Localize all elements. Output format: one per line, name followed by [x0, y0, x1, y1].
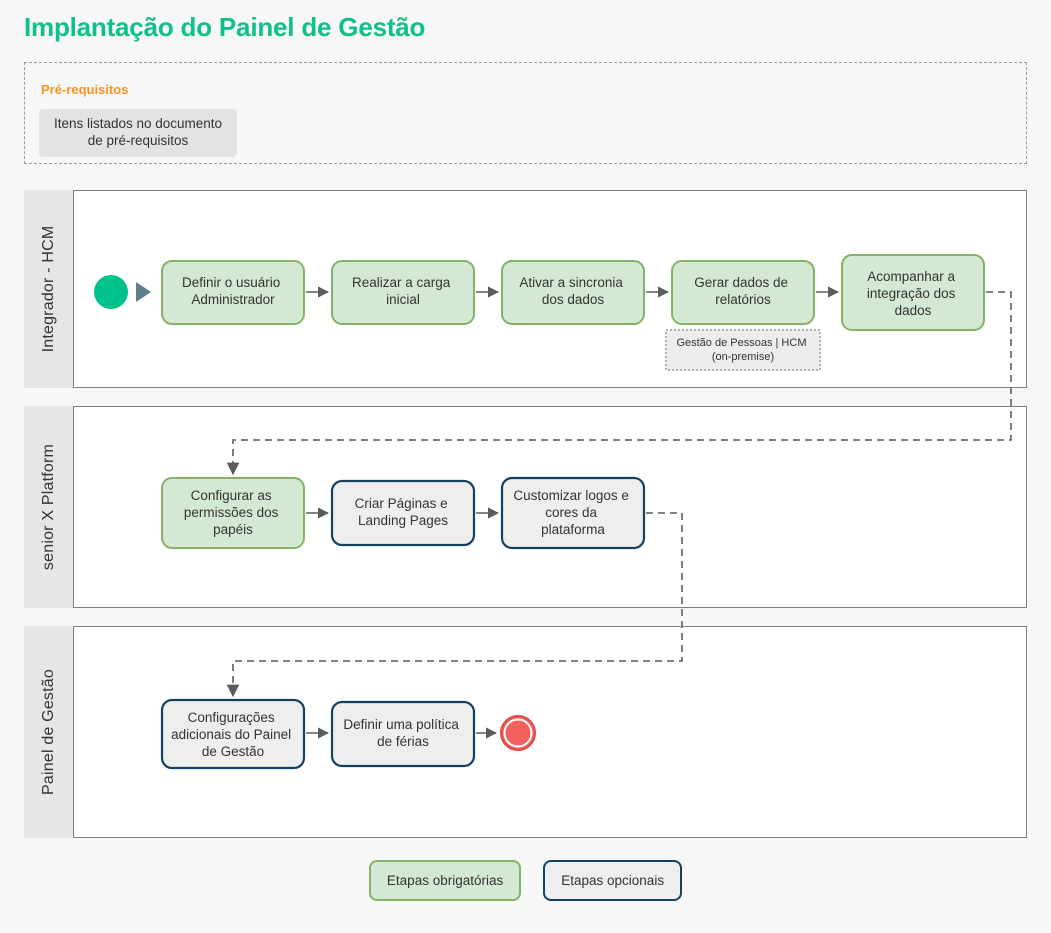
swimlane-label: Integrador - HCM	[39, 225, 57, 353]
prerequisites-item: Itens listados no documento de pré-requi…	[39, 109, 237, 157]
swimlane-label: senior X Platform	[39, 443, 57, 571]
swimlane-label: Painel de Gestão	[39, 669, 57, 795]
prerequisites-panel: Pré-requisitos Itens listados no documen…	[24, 62, 1027, 164]
swimlane-body-integrador-hcm	[73, 190, 1027, 388]
legend-item-optional: Etapas opcionais	[543, 860, 683, 901]
swimlane-integrador-hcm: Integrador - HCM	[24, 190, 1027, 388]
swimlane-painel-de-gestao: Painel de Gestão	[24, 626, 1027, 838]
page-title: Implantação do Painel de Gestão	[24, 12, 426, 42]
swimlane-body-senior-x-platform	[73, 406, 1027, 608]
swimlane-body-painel-de-gestao	[73, 626, 1027, 838]
legend-item-required: Etapas obrigatórias	[368, 860, 522, 901]
legend: Etapas obrigatórias Etapas opcionais	[0, 860, 1051, 901]
prerequisites-heading: Pré-requisitos	[41, 82, 129, 97]
swimlane-header-painel-de-gestao: Painel de Gestão	[24, 626, 73, 838]
swimlane-header-integrador-hcm: Integrador - HCM	[24, 190, 73, 388]
swimlane-header-senior-x-platform: senior X Platform	[24, 406, 73, 608]
swimlane-senior-x-platform: senior X Platform	[24, 406, 1027, 608]
